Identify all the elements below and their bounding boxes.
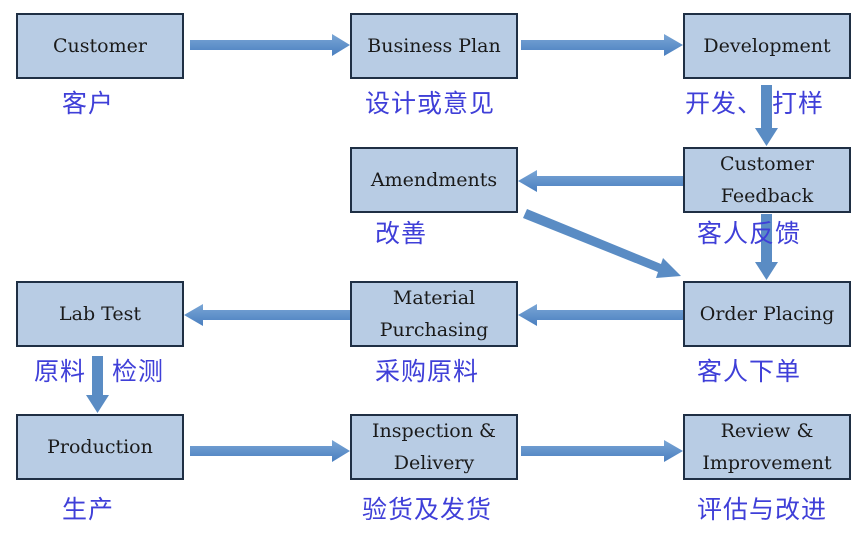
arrow-feedback-to-order-placing — [755, 214, 778, 280]
arrow-lab-test-to-production — [86, 356, 109, 413]
step-inspection-delivery-line2: Delivery — [393, 452, 475, 474]
arrow-amendments-to-order-placing — [523, 209, 681, 278]
arrow-inspection-to-review — [521, 440, 683, 462]
step-inspection-delivery-line1: Inspection & — [372, 420, 496, 442]
step-inspection-delivery: Inspection & Delivery — [350, 414, 518, 480]
step-amendments-label: Amendments — [370, 169, 498, 191]
step-review-improvement-text: Review & Improvement — [702, 415, 831, 479]
step-development-cn: 开发、 打样 — [685, 89, 824, 118]
step-business-plan-cn: 设计或意见 — [365, 89, 496, 118]
step-customer-feedback-line2: Feedback — [720, 185, 814, 207]
step-review-improvement-line1: Review & — [720, 420, 814, 442]
step-customer-cn: 客户 — [62, 89, 115, 118]
step-material-purchasing: Material Purchasing — [350, 281, 518, 347]
step-amendments-cn: 改善 — [375, 219, 428, 248]
arrow-feedback-to-amendments — [518, 170, 683, 192]
step-review-improvement: Review & Improvement — [683, 414, 851, 480]
step-customer-feedback-line1: Customer — [720, 153, 814, 175]
step-development: Development — [683, 13, 851, 79]
step-customer-label: Customer — [53, 35, 147, 57]
step-amendments: Amendments — [350, 147, 518, 213]
step-production-cn: 生产 — [62, 495, 115, 524]
step-business-plan: Business Plan — [350, 13, 518, 79]
step-customer-feedback-text: Customer Feedback — [720, 148, 814, 212]
step-order-placing: Order Placing — [683, 281, 851, 347]
step-review-improvement-cn: 评估与改进 — [697, 495, 828, 524]
step-inspection-delivery-cn: 验货及发货 — [362, 495, 493, 524]
step-material-purchasing-line1: Material — [392, 287, 476, 309]
arrow-customer-to-business-plan — [190, 34, 350, 56]
arrow-production-to-inspection — [190, 440, 350, 462]
step-lab-test: Lab Test — [16, 281, 184, 347]
step-development-label: Development — [703, 35, 831, 57]
step-material-purchasing-cn: 采购原料 — [375, 357, 480, 386]
step-customer-feedback: Customer Feedback — [683, 147, 851, 213]
step-order-placing-label: Order Placing — [699, 303, 835, 325]
step-production: Production — [16, 414, 184, 480]
step-customer-feedback-cn: 客人反馈 — [697, 219, 802, 248]
arrow-development-to-feedback — [755, 85, 778, 146]
step-business-plan-label: Business Plan — [367, 35, 501, 57]
step-production-label: Production — [47, 436, 153, 458]
step-material-purchasing-line2: Purchasing — [379, 319, 489, 341]
step-order-placing-cn: 客人下单 — [697, 357, 802, 386]
arrow-order-to-material — [518, 304, 683, 326]
step-material-purchasing-text: Material Purchasing — [380, 282, 489, 346]
step-inspection-delivery-text: Inspection & Delivery — [372, 415, 496, 479]
step-lab-test-cn: 原料 检测 — [34, 357, 165, 386]
step-customer: Customer — [16, 13, 184, 79]
arrow-material-to-lab-test — [184, 304, 350, 326]
step-lab-test-label: Lab Test — [59, 303, 141, 325]
step-review-improvement-line2: Improvement — [702, 452, 832, 474]
arrow-business-plan-to-development — [521, 34, 683, 56]
